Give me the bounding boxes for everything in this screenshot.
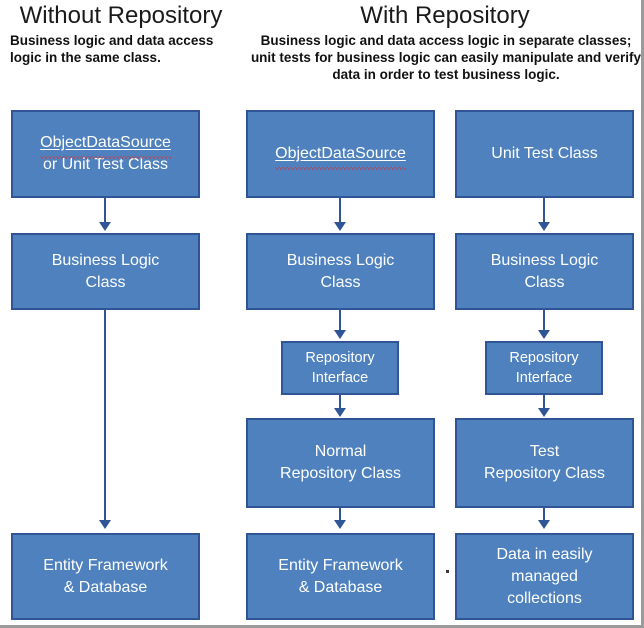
node-line-2: Repository Class — [280, 465, 401, 482]
node-line-1: Entity Framework — [43, 556, 168, 574]
connector-line — [543, 508, 545, 522]
node-test-repository-class[interactable]: Test Repository Class — [455, 418, 634, 508]
node-line-1: Business Logic — [286, 251, 395, 269]
connector-line — [339, 395, 341, 411]
connector-line — [339, 508, 341, 522]
node-business-logic-class[interactable]: Business Logic Class — [455, 233, 634, 310]
left-column-title: Without Repository — [19, 2, 223, 29]
right-column-title: With Repository — [360, 2, 530, 29]
node-line-1: Repository — [509, 350, 579, 366]
node-line-1: Unit Test Class — [491, 145, 598, 162]
connector-line — [339, 310, 341, 332]
node-line-1: Test — [529, 443, 560, 460]
node-object-data-source[interactable]: ObjectDataSource — [246, 110, 435, 198]
node-unit-test-class[interactable]: Unit Test Class — [455, 110, 634, 198]
node-line-1: Repository — [305, 350, 375, 366]
node-line-2: Class — [320, 273, 361, 291]
node-entity-framework-database[interactable]: Entity Framework & Database — [246, 533, 435, 620]
node-data-in-managed-collections[interactable]: Data in easily managed collections — [455, 533, 634, 620]
connector-arrowhead — [334, 330, 346, 339]
connector-line — [104, 198, 106, 224]
node-line-2: Interface — [311, 370, 369, 386]
connector-line — [543, 310, 545, 332]
connector-line — [543, 395, 545, 411]
left-column-caption: Business logic and data access logic in … — [10, 33, 214, 65]
node-entity-framework-database[interactable]: Entity Framework & Database — [11, 533, 200, 620]
connector-arrowhead — [334, 408, 346, 417]
connector-line — [104, 310, 106, 522]
node-business-logic-class[interactable]: Business Logic Class — [11, 233, 200, 310]
node-line-2: Class — [85, 273, 126, 291]
connector-arrowhead — [334, 222, 346, 231]
node-line-1: Normal — [314, 443, 367, 460]
node-line-2: & Database — [63, 578, 148, 596]
spellchecked-word: ObjectDataSource — [40, 132, 171, 159]
node-line-2: & Database — [298, 578, 383, 596]
node-line-1: Entity Framework — [278, 556, 403, 574]
stray-artifact-dot — [446, 570, 449, 573]
node-ods-or-unit-test-class[interactable]: ObjectDataSource or Unit Test Class — [11, 110, 200, 198]
connector-arrowhead — [334, 520, 346, 529]
right-column-caption: Business logic and data access logic in … — [250, 33, 642, 82]
node-line-2: or Unit Test Class — [42, 156, 169, 173]
node-line-1: Data in easily — [496, 545, 593, 563]
node-line-2: Repository Class — [484, 465, 605, 482]
node-repository-interface[interactable]: Repository Interface — [281, 341, 399, 395]
node-line-1: Business Logic — [51, 251, 160, 269]
node-line-1: Business Logic — [490, 251, 599, 269]
connector-arrowhead — [538, 408, 550, 417]
node-line-3: collections — [507, 589, 582, 607]
spellchecked-word: ObjectDataSource — [275, 143, 406, 170]
connector-arrowhead — [538, 222, 550, 231]
node-normal-repository-class[interactable]: Normal Repository Class — [246, 418, 435, 508]
connector-arrowhead — [99, 520, 111, 529]
connector-arrowhead — [99, 222, 111, 231]
connector-arrowhead — [538, 330, 550, 339]
connector-line — [543, 198, 545, 224]
node-line-2: managed — [511, 567, 578, 585]
connector-line — [339, 198, 341, 224]
connector-arrowhead — [538, 520, 550, 529]
node-line-2: Interface — [515, 370, 573, 386]
node-line-2: Class — [524, 273, 565, 291]
node-business-logic-class[interactable]: Business Logic Class — [246, 233, 435, 310]
node-repository-interface[interactable]: Repository Interface — [485, 341, 603, 395]
